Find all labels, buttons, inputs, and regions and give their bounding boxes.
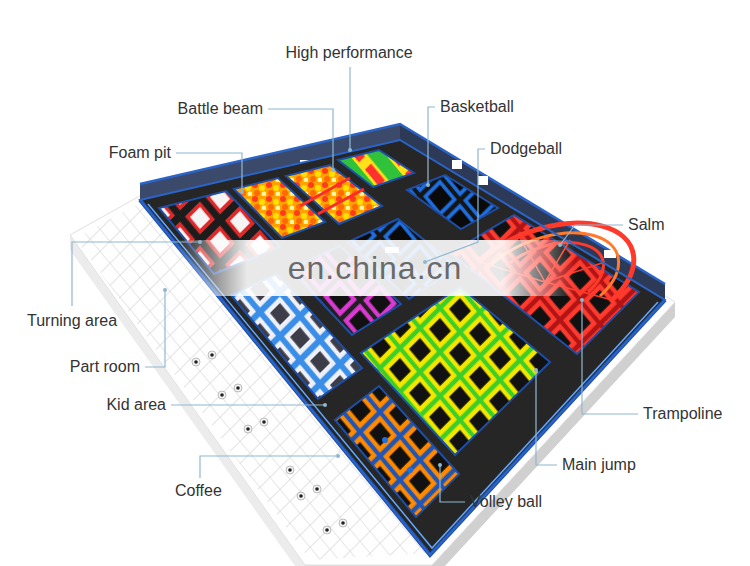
leader-lines [200,456,338,478]
watermark: en.china.cn [288,249,463,287]
leader-dots [198,240,202,244]
leader-lines [428,107,435,185]
leader-dots [534,368,538,372]
callout-label: Kid area [106,395,166,415]
tables [339,519,347,527]
tables [218,391,226,399]
floor [140,140,665,555]
ball [382,437,388,443]
leader-dots [163,148,584,467]
tables [315,487,319,491]
leader-dots [558,243,562,247]
tables [323,526,331,534]
basketball-zone [407,175,498,229]
callout-label: Foam pit [109,143,171,163]
hoop-board [478,176,488,185]
tables [246,427,250,431]
tables [192,358,200,366]
callout-label: Trampoline [643,404,722,424]
callout-label: Dodgeball [490,139,562,159]
tables [194,360,198,364]
tables [244,425,252,433]
watermark-band [175,240,575,296]
callout-label: Turning area [27,311,117,331]
tables [288,468,292,472]
floor-edge [140,140,665,555]
tables [297,492,305,500]
base-slab [70,133,675,566]
callout-label: Battle beam [178,99,263,119]
tables [220,393,224,397]
tables [299,494,303,498]
leader-dots [426,183,430,187]
tables [260,418,268,426]
front-rail [148,204,658,548]
tables [236,386,240,390]
tables [313,485,321,493]
leader-lines [560,225,623,245]
tables [208,351,216,359]
leader-lines [425,149,485,262]
callout-label: Coffee [175,481,222,501]
tables [210,353,214,357]
leader-dots [323,403,327,407]
leader-lines [536,370,557,465]
high-performance-zone [338,150,414,187]
leader-dots [580,298,584,302]
leader-dots [348,148,352,152]
hoop-board [604,250,616,258]
leader-lines [349,67,350,150]
tables [262,420,266,424]
leader-dots [438,463,442,467]
leader-lines [268,109,333,170]
building [140,124,665,555]
leader-lines [145,290,165,367]
leader-lines [176,153,242,192]
tables [341,521,345,525]
ball [407,467,413,473]
callout-label: Salm [628,215,664,235]
tables [286,466,294,474]
leader-lines [582,300,638,414]
leader-dots [331,168,335,172]
hoop-board [452,160,462,169]
callout-label: High performance [285,43,412,63]
beam [318,189,364,214]
slab-top [70,133,675,565]
leader-dots [163,288,167,292]
callout-label: Part room [70,357,140,377]
callout-label: Basketball [440,97,514,117]
tables [234,384,242,392]
leader-dots [240,190,244,194]
leader-lines [72,242,200,306]
leader-dots [336,454,340,458]
callout-label: Volley ball [470,492,542,512]
tables [325,528,329,532]
leader-lines [440,465,465,502]
leader-lines [72,67,638,502]
leader-lines [171,404,325,405]
callout-label: Main jump [562,455,636,475]
